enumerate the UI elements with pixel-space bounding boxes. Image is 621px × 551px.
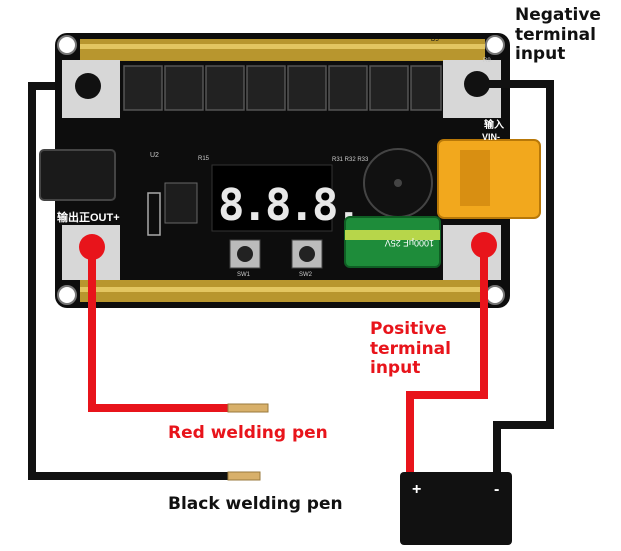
sw1-label: SW1 xyxy=(237,272,251,278)
mount-hole-br xyxy=(485,285,505,305)
negative-terminal-label: Negative terminal input xyxy=(515,5,601,65)
ic-chip xyxy=(164,182,198,224)
positive-wire xyxy=(406,245,488,476)
r15-label: R15 xyxy=(198,156,210,162)
mosfet-row xyxy=(123,65,442,111)
red-welding-pen-label: Red welding pen xyxy=(168,423,328,443)
d5-label: D5 xyxy=(431,37,439,43)
battery xyxy=(400,472,512,545)
mount-hole-tr xyxy=(485,35,505,55)
r9-label: R9 xyxy=(483,58,491,64)
black-welding-pen-label: Black welding pen xyxy=(168,494,343,514)
capacitor-text: 1000μF 25V xyxy=(385,238,434,248)
xt60-ridge xyxy=(460,150,490,206)
positive-terminal-label: Positive terminal input xyxy=(370,319,451,379)
sw1-button-cap xyxy=(237,246,253,262)
mount-hole-bl xyxy=(57,285,77,305)
red-pen-tip xyxy=(227,403,269,413)
capacitor-stripe xyxy=(345,230,440,240)
terminal-bottom-left xyxy=(79,234,105,260)
red-wire xyxy=(88,245,230,412)
black-pen-tip xyxy=(227,471,261,481)
buzzer-hole xyxy=(394,179,402,187)
seven-segment-display: 8.8.8. xyxy=(218,180,359,231)
input-marking-2: VIN- xyxy=(482,132,500,142)
output-marking: 输出正OUT+ xyxy=(57,210,120,224)
sw2-button-cap xyxy=(299,246,315,262)
battery-minus: - xyxy=(494,481,499,498)
sw2-label: SW2 xyxy=(299,272,313,278)
terminal-top-left xyxy=(75,73,101,99)
negative-wire xyxy=(477,80,554,476)
terminal-bottom-right xyxy=(471,232,497,258)
input-marking-1: 输入 xyxy=(484,118,504,131)
display-housing xyxy=(211,164,333,232)
sw2-button xyxy=(291,239,323,269)
dc-jack xyxy=(39,149,116,201)
copper-bar-top xyxy=(80,39,485,61)
r31-label: R31 R32 R33 xyxy=(332,157,369,163)
capacitor xyxy=(344,216,441,268)
battery-plus: + xyxy=(412,481,421,498)
header-pins xyxy=(147,192,161,236)
copper-bar-top-shine xyxy=(80,44,485,49)
mount-hole-tl xyxy=(57,35,77,55)
terminal-top-right xyxy=(464,71,490,97)
copper-bar-bottom-shine xyxy=(80,287,485,292)
u2-label: U2 xyxy=(150,152,159,159)
